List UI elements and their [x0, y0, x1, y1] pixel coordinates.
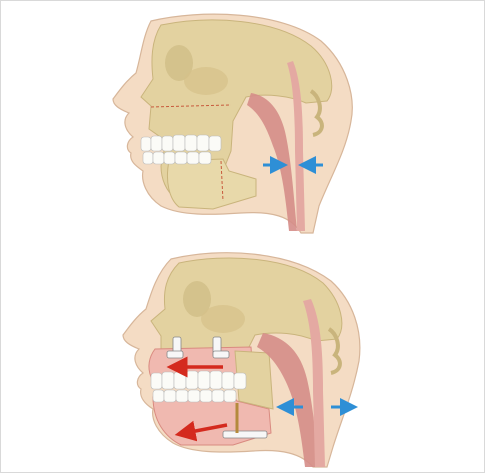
cheekbone-before	[184, 67, 228, 95]
teeth-after	[151, 371, 246, 402]
plate-maxilla-right-foot	[213, 351, 229, 358]
plate-mandible	[223, 431, 267, 438]
plate-maxilla-left-foot	[167, 351, 183, 358]
teeth-before	[141, 135, 221, 164]
panel-before	[113, 14, 352, 233]
cheekbone-after	[201, 305, 245, 333]
panel-after	[123, 253, 360, 467]
